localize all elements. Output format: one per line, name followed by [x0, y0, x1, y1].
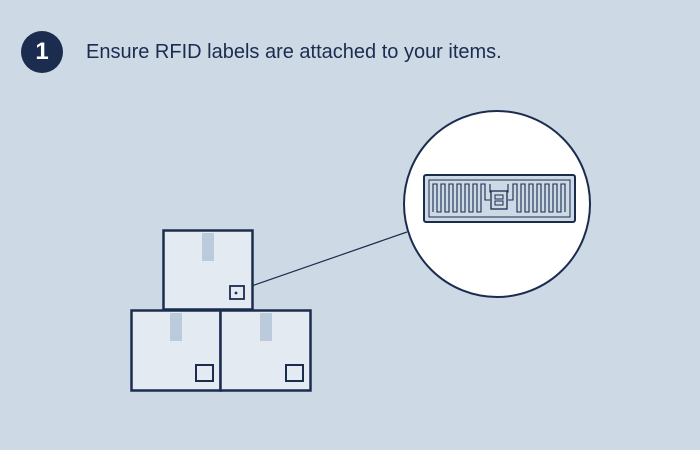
bottom-right-box [219, 309, 312, 392]
bottom-left-box [130, 309, 222, 392]
rfid-chip [490, 190, 508, 210]
rfid-inlay [423, 174, 576, 223]
top-box [162, 229, 254, 311]
bottom-left-box-tape [170, 313, 182, 341]
callout-line [242, 231, 408, 290]
antenna-right [508, 183, 566, 213]
antenna-left [432, 183, 490, 213]
step-instruction: Ensure RFID labels are attached to your … [86, 41, 502, 63]
top-box-tape [202, 233, 214, 261]
bottom-left-box-label [195, 364, 214, 382]
bottom-right-box-label [285, 364, 304, 382]
bottom-right-box-tape [260, 313, 272, 341]
step-number-badge: 1 [21, 31, 63, 73]
magnified-view [403, 110, 591, 298]
